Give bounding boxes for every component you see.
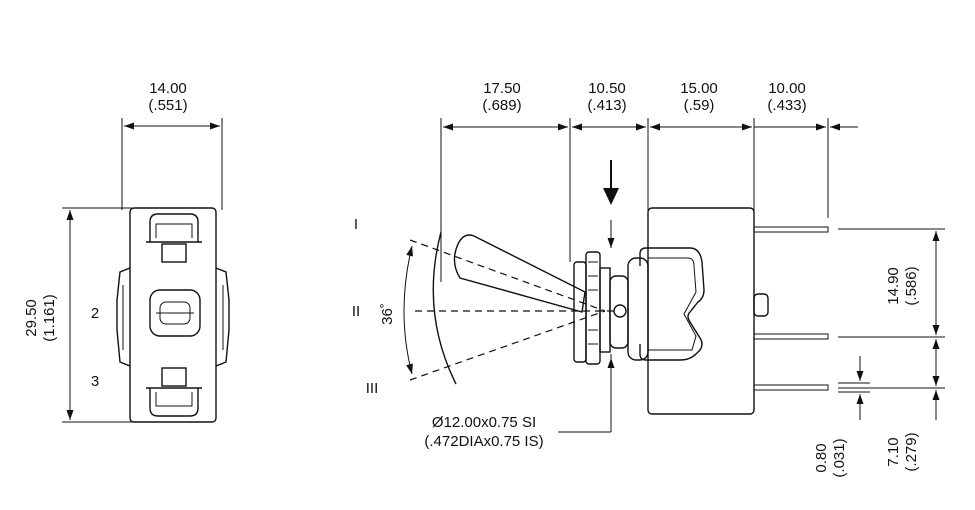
lever-sweep-arc <box>432 231 457 385</box>
front-width-in: (.551) <box>148 97 187 114</box>
washer <box>599 267 611 353</box>
pin-thick-mm: 0.80 <box>813 443 830 472</box>
angle-label: 36˚ <box>379 303 396 325</box>
side-body-outline <box>647 207 755 415</box>
lever-dashed-down <box>409 310 606 381</box>
front-bottom-terminal-inner <box>155 392 193 407</box>
side-body-bump <box>753 293 769 317</box>
front-right-flange <box>215 267 230 367</box>
dim-a-mm: 17.50 <box>483 80 521 97</box>
toggle-lever <box>453 234 586 313</box>
front-height-in: (1.161) <box>41 294 58 342</box>
spring-bracket <box>639 247 705 361</box>
dim-c-in: (.59) <box>684 97 715 114</box>
pin-pitch-mm: 14.90 <box>885 267 902 305</box>
side-view: 17.50 (.689) 10.50 (.413) 15.00 (.59) 10… <box>352 80 945 478</box>
push-arrow-head <box>603 188 619 205</box>
dim-b-in: (.413) <box>587 97 626 114</box>
front-width-mm: 14.00 <box>149 80 187 97</box>
dim-d-in: (.433) <box>767 97 806 114</box>
lever-dashed-up <box>409 239 606 312</box>
front-terminal-3-label: 3 <box>91 373 99 390</box>
position-iii-label: III <box>366 380 379 397</box>
front-body-outline <box>129 207 217 423</box>
thread-spec-in: (.472DIAx0.75 IS) <box>424 433 543 450</box>
dim-b-mm: 10.50 <box>588 80 626 97</box>
front-top-terminal <box>149 213 199 242</box>
spring-bracket-inner <box>648 257 697 351</box>
thread-spec-mm: Ø12.00x0.75 SI <box>432 414 536 431</box>
bushing-thread <box>585 251 601 365</box>
front-bottom-terminal <box>149 388 199 417</box>
position-i-label: I <box>354 216 358 233</box>
dim-c-mm: 15.00 <box>680 80 718 97</box>
front-height-mm: 29.50 <box>23 299 40 337</box>
bushing-ring <box>627 257 649 361</box>
front-middle-terminal <box>149 289 201 337</box>
front-top-terminal-inner <box>155 223 193 238</box>
front-bottom-pin <box>161 367 187 387</box>
front-view: 14.00 (.551) 29.50 (1.161) 2 3 <box>23 80 230 423</box>
front-terminal-2-label: 2 <box>91 305 99 322</box>
front-top-pin <box>161 243 187 263</box>
pin-gap-in: (.279) <box>903 432 920 471</box>
position-ii-label: II <box>352 303 360 320</box>
pin-gap-mm: 7.10 <box>885 437 902 466</box>
pin-bottom <box>753 384 829 391</box>
front-left-flange <box>116 267 131 367</box>
dim-a-in: (.689) <box>482 97 521 114</box>
pin-pitch-in: (.586) <box>903 266 920 305</box>
angle-arc <box>403 245 414 375</box>
pin-thick-in: (.031) <box>831 438 848 477</box>
dim-d-mm: 10.00 <box>768 80 806 97</box>
pin-top <box>753 226 829 233</box>
pivot-point <box>613 304 627 318</box>
pin-middle <box>753 333 829 340</box>
